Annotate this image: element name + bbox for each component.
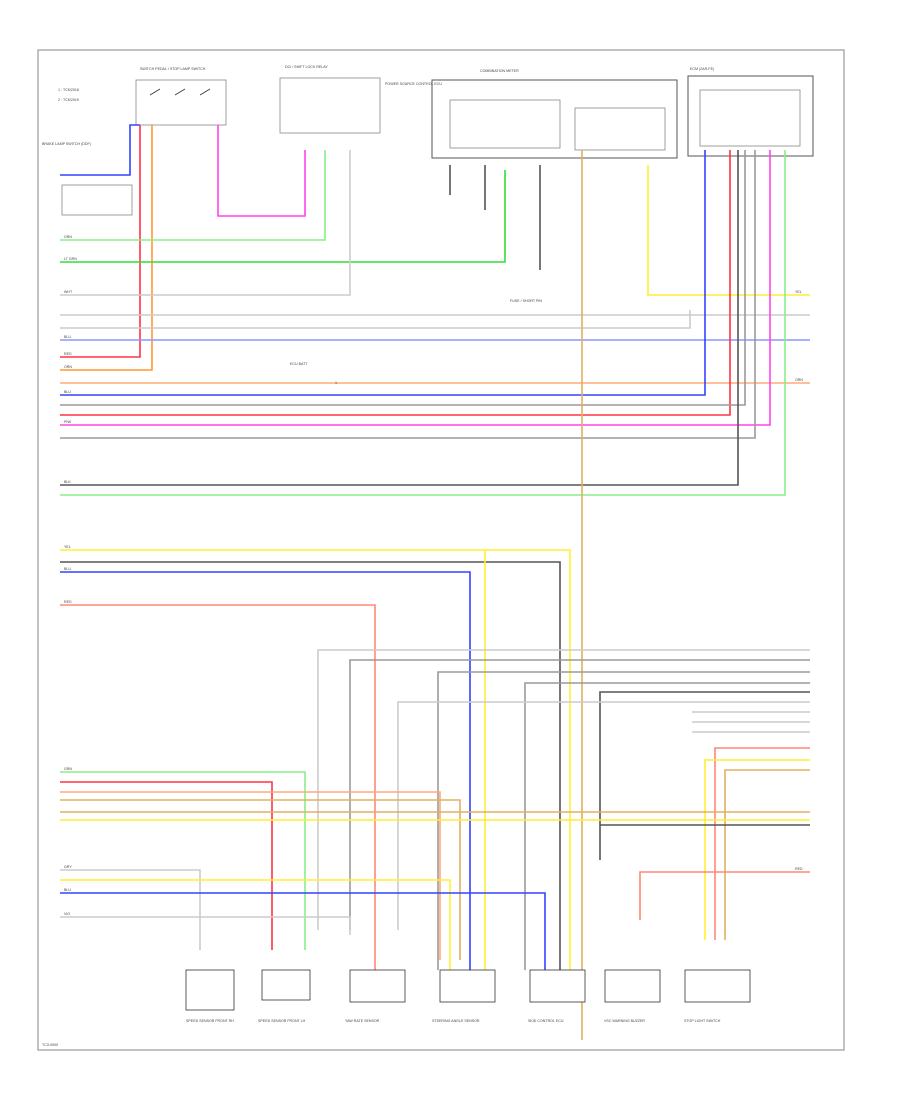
power-source-note: POWER SOURCE CONTROL ECU <box>385 82 442 86</box>
wire-code-labels: GRN LT GRN WHT BLU RED ORN BLU PNK BLK Y… <box>64 235 803 916</box>
code-pk: PNK <box>64 420 72 424</box>
vsc-warning-buzzer <box>604 969 661 1003</box>
code-vi: VIO <box>64 912 70 916</box>
code-yl: YEL <box>64 545 71 549</box>
bottom-label-3: YAW RATE SENSOR <box>345 1019 380 1023</box>
middle-wires <box>60 549 571 970</box>
bottom-label-7: STOP LIGHT SWITCH <box>684 1019 721 1023</box>
stop-lamp-switch: SWITCH PEDAL / STOP LAMP SWITCH <box>135 67 227 126</box>
bottom-label-4: STEERING ANGLE SENSOR <box>432 1019 480 1023</box>
code-rd: RED <box>64 352 72 356</box>
ecm-label: ECM (2AR-FE) <box>690 67 714 71</box>
lower-bundle-wires <box>60 771 810 970</box>
bottom-label-1: SPEED SENSOR FRONT RH <box>186 1019 234 1023</box>
code-gn-2: LT GRN <box>64 257 77 261</box>
code-bl-2: BLU <box>64 390 71 394</box>
shift-lock-relay: DCI / SHIFT LOCK RELAY POWER SOURCE CONT… <box>279 65 442 134</box>
code-yl-right: YEL <box>795 290 802 294</box>
code-or: ORN <box>64 365 72 369</box>
bottom-label-6: VSC WARNING BUZZER <box>604 1019 645 1023</box>
code-bl: BLU <box>64 335 71 339</box>
code-wh: WHT <box>64 290 73 294</box>
bottom-components: SPEED SENSOR FRONT RH SPEED SENSOR FRONT… <box>185 969 751 1023</box>
code-gn: GRN <box>64 235 72 239</box>
left-connector-block <box>61 184 133 216</box>
steering-angle-sensor <box>439 969 496 1003</box>
code-gy: GRY <box>64 865 72 869</box>
ecu-batt-label: ECU BATT <box>290 362 308 366</box>
skid-control-ecu <box>529 969 586 1003</box>
shift-lock-relay-label: DCI / SHIFT LOCK RELAY <box>285 65 328 69</box>
code-bk: BLK <box>64 480 71 484</box>
stop-lamp-switch-label: SWITCH PEDAL / STOP LAMP SWITCH <box>140 67 206 71</box>
speed-sensor-front-rh <box>185 969 235 1011</box>
diagram-frame <box>37 49 845 1051</box>
bottom-label-2: SPEED SENSOR FRONT LH <box>258 1019 306 1023</box>
code-or-right: ORN <box>795 378 803 382</box>
code-gn-3: GRN <box>64 767 72 771</box>
top-wires <box>60 124 810 496</box>
yaw-rate-sensor <box>349 969 406 1003</box>
code-bl-4: BLU <box>64 888 71 892</box>
speed-sensor-front-lh <box>261 969 311 1001</box>
ecm-top-right: ECM (2AR-FE) <box>687 67 814 157</box>
legend-line-2: 2 : ТСК/2019 <box>58 98 79 102</box>
legend-line-1: 1 : ТСК/2018 <box>58 88 79 92</box>
code-bl-3: BLU <box>64 567 71 571</box>
bottom-label-5: SKID CONTROL ECU <box>528 1019 564 1023</box>
stop-light-switch <box>684 969 751 1003</box>
combination-meter: COMBINATION METER <box>431 69 678 159</box>
right-bus-wires <box>317 649 810 970</box>
footer-code: ТСЗ-0000 <box>42 1043 58 1047</box>
code-rd-right: RED <box>795 867 803 871</box>
fuse-label: FUSE / SHORT PIN <box>510 299 542 303</box>
combination-meter-label: COMBINATION METER <box>480 69 519 73</box>
code-rd-2: RED <box>64 600 72 604</box>
brake-lamp-note: BRAKE LAMP SWITCH (DDF) <box>42 142 91 146</box>
page-marker: 1 <box>335 381 337 385</box>
